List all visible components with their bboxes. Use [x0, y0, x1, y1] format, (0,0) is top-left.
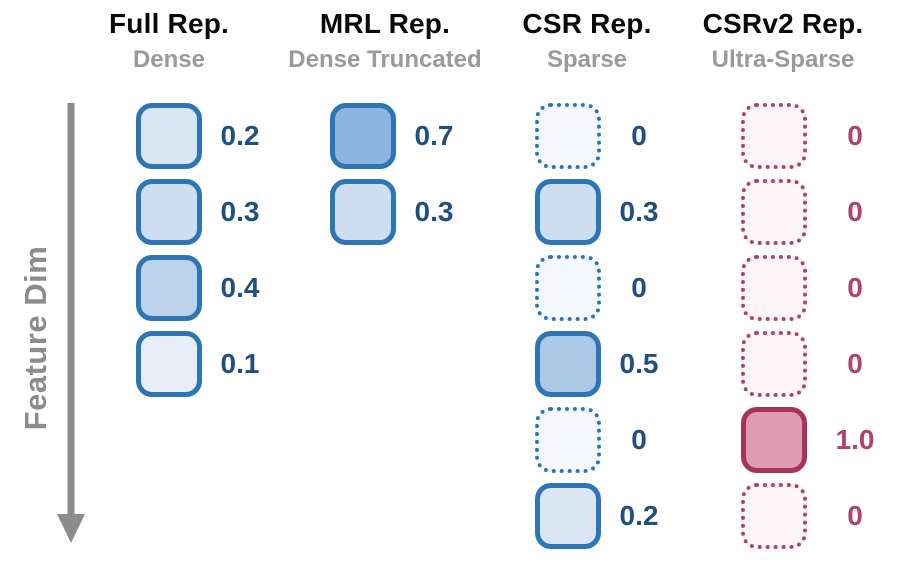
column-title: CSRv2 Rep.	[702, 8, 864, 39]
value-box	[535, 331, 601, 397]
value-box	[136, 103, 202, 169]
column-subtitle: Dense	[132, 46, 206, 73]
column-title: MRL Rep.	[319, 8, 451, 39]
cell-value-label: 1.0	[835, 424, 875, 455]
cell-value-label: 0	[847, 348, 863, 379]
feature-cell: 0.3	[502, 179, 672, 245]
cell-value-label: 0	[847, 196, 863, 227]
cell-value-label: 0	[631, 120, 647, 151]
zero-value-box	[741, 255, 807, 321]
feature-cell: 0	[698, 103, 868, 169]
cell-value-label: 0	[631, 424, 647, 455]
cell-value-label: 0.3	[220, 196, 260, 227]
cell-value-label: 0	[847, 500, 863, 531]
feature-cell: 0.3	[84, 179, 259, 245]
column-csrv2-rep: CSRv2 Rep. Ultra-Sparse 0 0 0 0 1.0 0	[698, 0, 874, 568]
column-mrl-rep: MRL Rep. Dense Truncated 0.7 0.3	[285, 0, 485, 568]
feature-cell: 0.4	[84, 255, 259, 321]
cell-value-label: 0.2	[220, 120, 260, 151]
zero-value-box	[741, 483, 807, 549]
feature-cell: 0.3	[285, 179, 485, 245]
value-box	[136, 179, 202, 245]
value-box	[535, 179, 601, 245]
cell-value-label: 0.3	[619, 196, 659, 227]
zero-value-box	[741, 179, 807, 245]
value-box	[330, 179, 396, 245]
column-title: Full Rep.	[108, 8, 230, 39]
cell-value-label: 0.2	[619, 500, 659, 531]
zero-value-box	[535, 255, 601, 321]
feature-cell: 0	[698, 483, 868, 549]
cell-value-label: 0.5	[619, 348, 659, 379]
cell-value-label: 0.4	[220, 272, 260, 303]
column-csr-rep: CSR Rep. Sparse 0 0.3 0 0.5 0 0.2	[502, 0, 672, 568]
feature-dim-axis-label: Feature Dim	[18, 245, 53, 431]
column-title: CSR Rep.	[522, 8, 652, 39]
cell-value-label: 0	[847, 272, 863, 303]
cell-value-label: 0	[631, 272, 647, 303]
cell-value-label: 0	[847, 120, 863, 151]
feature-cell: 0	[502, 103, 672, 169]
feature-cell: 0.1	[84, 331, 259, 397]
feature-cell: 0	[698, 255, 868, 321]
value-box	[136, 255, 202, 321]
down-arrow-icon	[57, 103, 85, 543]
feature-cell: 0	[698, 179, 868, 245]
feature-cell: 0.5	[502, 331, 672, 397]
zero-value-box	[741, 103, 807, 169]
column-subtitle: Ultra-Sparse	[711, 46, 855, 73]
feature-cell: 1.0	[698, 407, 874, 473]
feature-cell: 0	[698, 331, 868, 397]
column-full-rep: Full Rep. Dense 0.2 0.3 0.4 0.1	[84, 0, 259, 568]
value-box	[741, 407, 807, 473]
value-box	[535, 483, 601, 549]
feature-cell: 0	[502, 407, 672, 473]
cell-value-label: 0.3	[414, 196, 454, 227]
cell-value-label: 0.1	[220, 348, 260, 379]
value-box	[330, 103, 396, 169]
zero-value-box	[741, 331, 807, 397]
feature-cell: 0	[502, 255, 672, 321]
feature-cell: 0.7	[285, 103, 485, 169]
zero-value-box	[535, 407, 601, 473]
column-subtitle: Sparse	[546, 46, 628, 73]
zero-value-box	[535, 103, 601, 169]
value-box	[136, 331, 202, 397]
cell-value-label: 0.7	[414, 120, 454, 151]
feature-cell: 0.2	[84, 103, 259, 169]
feature-cell: 0.2	[502, 483, 672, 549]
column-subtitle: Dense Truncated	[288, 46, 482, 73]
